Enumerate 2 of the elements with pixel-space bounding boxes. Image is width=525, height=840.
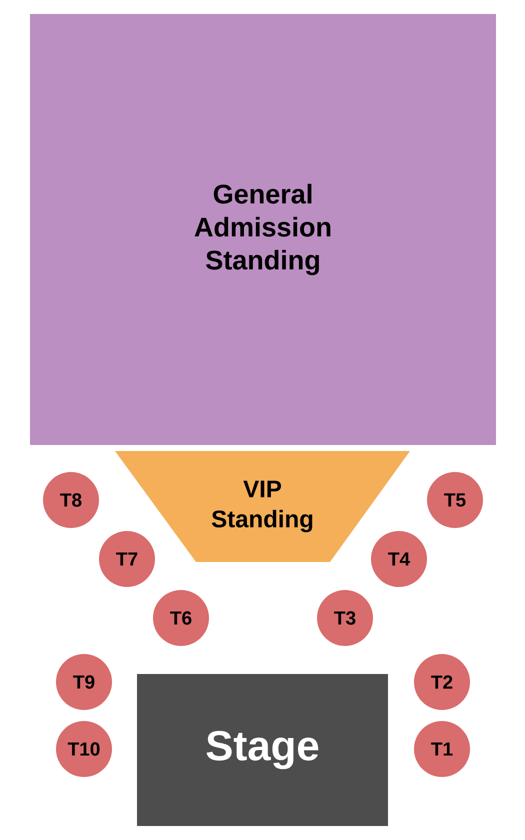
stage-block: Stage — [137, 674, 388, 826]
section-block: General Admission Standing — [30, 14, 496, 445]
